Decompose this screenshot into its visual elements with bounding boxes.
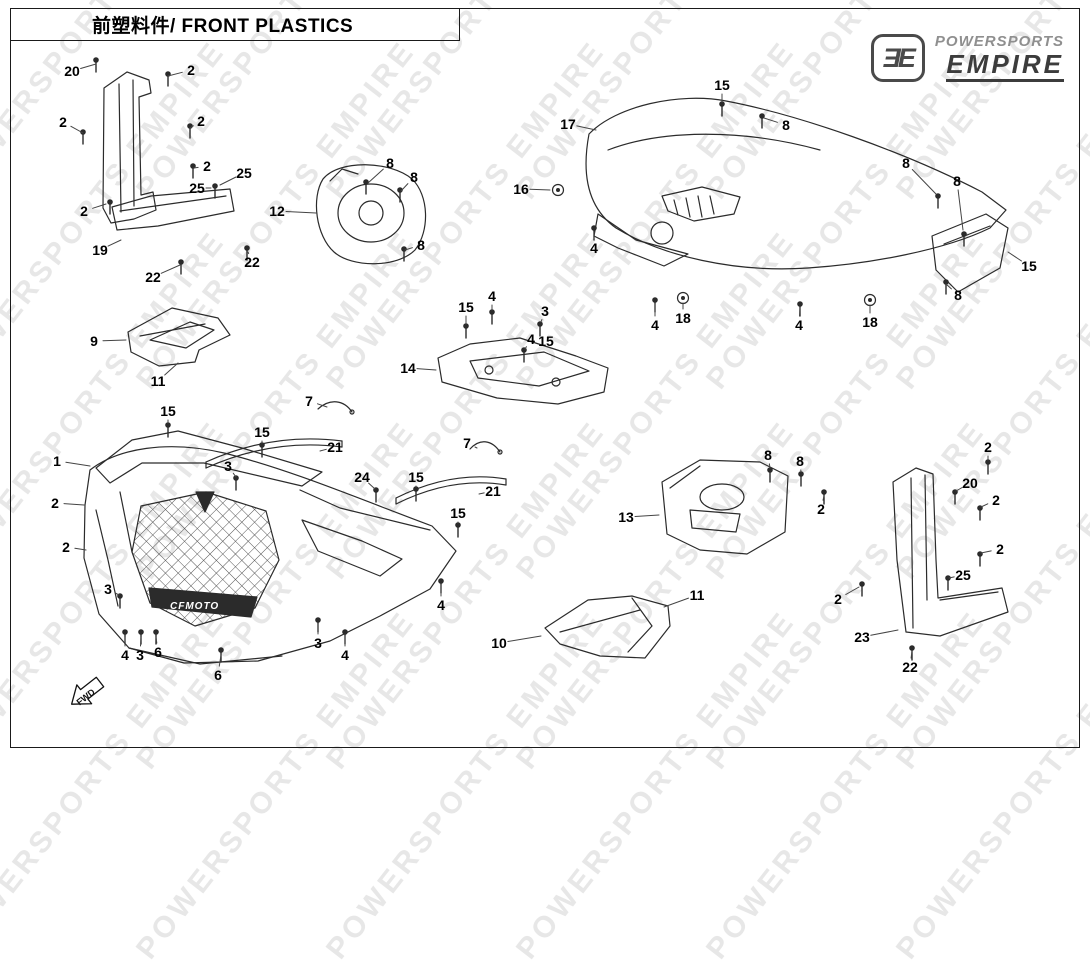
callout-leader-line [635, 515, 659, 517]
callout-leader-line [871, 630, 898, 635]
callout-leader-line [846, 587, 859, 595]
part-23-rear-pillar-drawing [893, 468, 1008, 636]
callout-leader-line [66, 462, 90, 466]
callout-leader-line [664, 598, 689, 607]
callout-leader-line [479, 493, 484, 494]
callout-leader-line [161, 265, 180, 273]
callout-leader-line [769, 464, 770, 468]
callout-leader-line [81, 64, 96, 69]
brand-name-bottom: EMPIRE [946, 51, 1064, 82]
callout-leader-line [141, 637, 142, 646]
callout-leader-line [286, 212, 316, 214]
exploded-parts-drawing: CFMOTO [0, 0, 1090, 760]
diagram-title-text: 前塑料件/ FRONT PLASTICS [92, 11, 353, 38]
callout-leader-line [956, 488, 962, 492]
part-1-front-fascia-drawing: CFMOTO [84, 431, 456, 664]
callout-leader-line [577, 126, 596, 130]
callout-leader-line [194, 167, 198, 168]
callout-leader-line [417, 369, 436, 370]
brand-logo: ƎE POWERSPORTS EMPIRE [871, 34, 1064, 82]
callout-leader-line [248, 252, 249, 254]
callout-leader-line [64, 504, 84, 505]
callout-leader-line [401, 184, 408, 191]
callout-leader-line [1008, 252, 1022, 261]
wire-clip-drawing [318, 402, 502, 454]
callout-leader-line [103, 340, 126, 341]
callout-leader-line [475, 447, 477, 448]
callout-leader-line [369, 483, 375, 489]
brand-logo-glyphs: ƎE [883, 43, 913, 74]
brand-logo-icon: ƎE [871, 34, 925, 82]
callout-leader-line [508, 636, 541, 642]
callout-leader-line [981, 504, 988, 507]
callout-leader-line [764, 118, 777, 122]
callout-leader-line [93, 204, 106, 208]
callout-leader-line [71, 126, 83, 133]
callout-leader-line [800, 308, 801, 316]
callout-leader-line [108, 240, 121, 246]
brand-logo-text: POWERSPORTS EMPIRE [935, 34, 1064, 82]
callout-leader-line [320, 449, 326, 451]
grille-logo-text: CFMOTO [170, 601, 219, 612]
part-19-front-pillar-drawing [103, 72, 234, 230]
part-17-hood-drawing [586, 98, 1008, 292]
part-10-guard-drawing [545, 596, 670, 658]
part-13-inner-panel-drawing [662, 460, 788, 554]
diagram-title-box: 前塑料件/ FRONT PLASTICS [10, 8, 460, 41]
callout-leader-line [220, 177, 236, 185]
part-9-bracket-drawing [128, 308, 230, 366]
callout-leader-line [368, 169, 383, 183]
light-bar-strip-drawing [206, 439, 506, 504]
callout-leader-line [912, 170, 936, 195]
callout-leader-line [541, 320, 542, 323]
fwd-arrow: FWD [64, 673, 107, 714]
callout-leader-line [530, 189, 550, 190]
callout-leader-line [981, 551, 991, 553]
rubber-grommets [553, 185, 876, 306]
